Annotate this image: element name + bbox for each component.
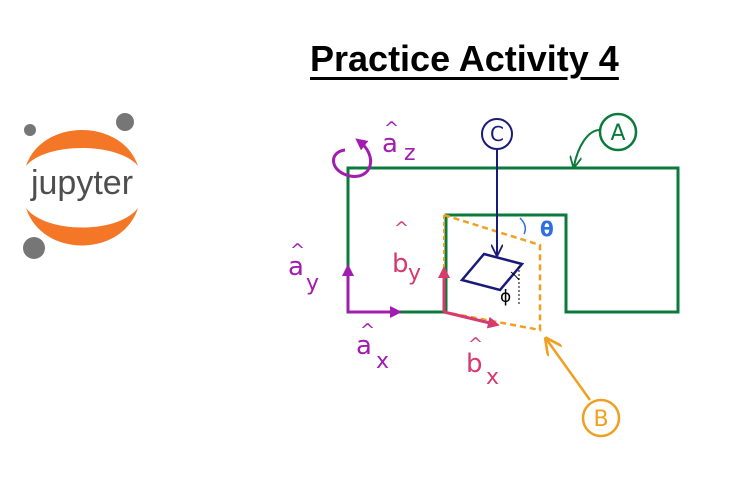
logo-dot-top-right — [116, 113, 134, 131]
phi-label: ϕ — [500, 287, 511, 307]
phi-arc — [510, 271, 520, 281]
page-title: Practice Activity 4 — [310, 38, 619, 79]
a-z-rotation-arrow — [332, 138, 372, 178]
a-z-subscript: z — [404, 141, 416, 166]
b-x-arrow — [443, 310, 500, 329]
a-x-hat: ^ — [360, 320, 375, 341]
a-y-subscript: y — [306, 271, 319, 296]
b-y-label: b — [392, 249, 409, 279]
callout-B-pointer — [547, 340, 592, 401]
callout-B-circle — [581, 398, 621, 438]
b-y-subscript: y — [408, 261, 421, 286]
callout-A-pointer — [574, 129, 601, 166]
theta-label: θ — [540, 217, 554, 241]
theta-arc — [519, 217, 527, 235]
b-x-label: b — [466, 349, 483, 379]
callout-A-label: A — [610, 121, 625, 146]
b-x-subscript: x — [486, 365, 499, 390]
a-x-label: a — [356, 331, 372, 361]
body-C-shape — [459, 252, 525, 292]
callout-A-circle — [598, 112, 638, 152]
jupyter-logo: jupyter — [23, 113, 138, 259]
body-A-outline — [346, 166, 680, 314]
logo-arc-top — [26, 130, 138, 166]
callout-C-circle — [481, 118, 513, 150]
a-y-hat: ^ — [290, 240, 305, 261]
a-y-label: a — [288, 252, 304, 282]
a-z-label: a — [382, 129, 398, 159]
callout-C-label: C — [490, 122, 504, 146]
a-z-hat: ^ — [384, 118, 399, 139]
b-y-hat: ^ — [394, 218, 409, 239]
b-x-hat: ^ — [468, 334, 483, 355]
a-x-subscript: x — [376, 349, 389, 374]
logo-dot-top-left — [24, 124, 36, 136]
logo-text: jupyter — [30, 164, 133, 202]
callout-B-label: B — [593, 407, 608, 432]
logo-dot-bottom-left — [23, 237, 45, 259]
body-B-outline — [443, 213, 542, 332]
logo-arc-bottom — [26, 208, 138, 246]
